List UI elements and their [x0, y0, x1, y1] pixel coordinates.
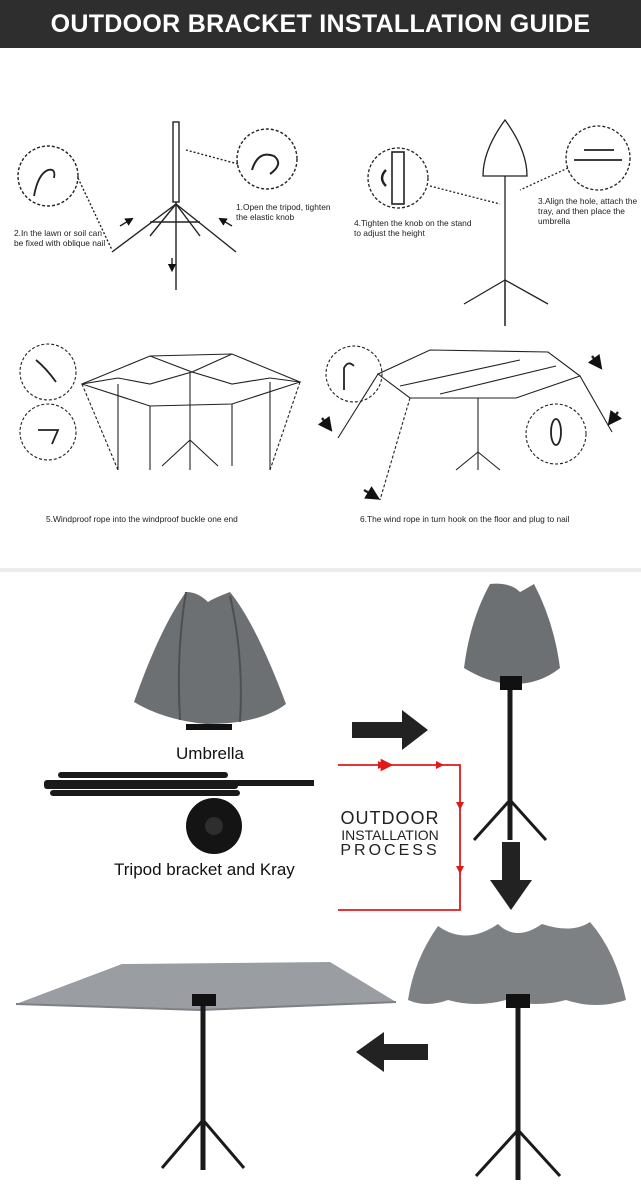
arrow-right: [352, 710, 428, 750]
flow-arrowheads: [378, 761, 464, 874]
process-title-line3: PROCESS: [340, 842, 440, 859]
step1-caption: 1.Open the tripod, tighten the elastic k…: [236, 202, 331, 222]
arrow-down: [490, 842, 532, 910]
step4-caption: 4.Tighten the knob on the stand to adjus…: [354, 218, 472, 238]
section-divider: [0, 568, 641, 572]
step5-rope-diagram: [19, 343, 302, 471]
process-title-line2: INSTALLATION: [341, 827, 439, 843]
step3-umbrella-diagram: [367, 118, 631, 326]
umbrella-on-tripod-image: [464, 583, 560, 842]
open-umbrella-image: [15, 962, 397, 1170]
step3-caption: 3.Align the hole, attach the tray, and t…: [538, 196, 638, 226]
page-title: OUTDOOR BRACKET INSTALLATION GUIDE: [50, 9, 591, 38]
process-title-line1: OUTDOOR: [340, 808, 440, 828]
step2-caption: 2.In the lawn or soil can be fixed with …: [14, 228, 106, 248]
umbrella-opening-image: [408, 922, 626, 1180]
step6-stake-diagram: [317, 345, 623, 501]
step1-tripod-diagram: [17, 121, 298, 290]
umbrella-label: Umbrella: [176, 744, 245, 763]
process-arrows: [352, 710, 532, 1072]
folded-umbrella-image: [134, 591, 286, 730]
arrow-left: [356, 1032, 428, 1072]
step6-caption: 6.The wind rope in turn hook on the floo…: [360, 514, 570, 524]
step5-caption: 5.Windproof rope into the windproof buck…: [46, 514, 238, 524]
title-banner: OUTDOOR BRACKET INSTALLATION GUIDE: [0, 0, 641, 48]
tripod-bracket-image: [44, 772, 314, 854]
process-title: OUTDOOR INSTALLATION PROCESS: [334, 808, 446, 859]
illustration-canvas: [15, 118, 631, 1180]
tripod-label: Tripod bracket and Kray: [114, 860, 295, 879]
